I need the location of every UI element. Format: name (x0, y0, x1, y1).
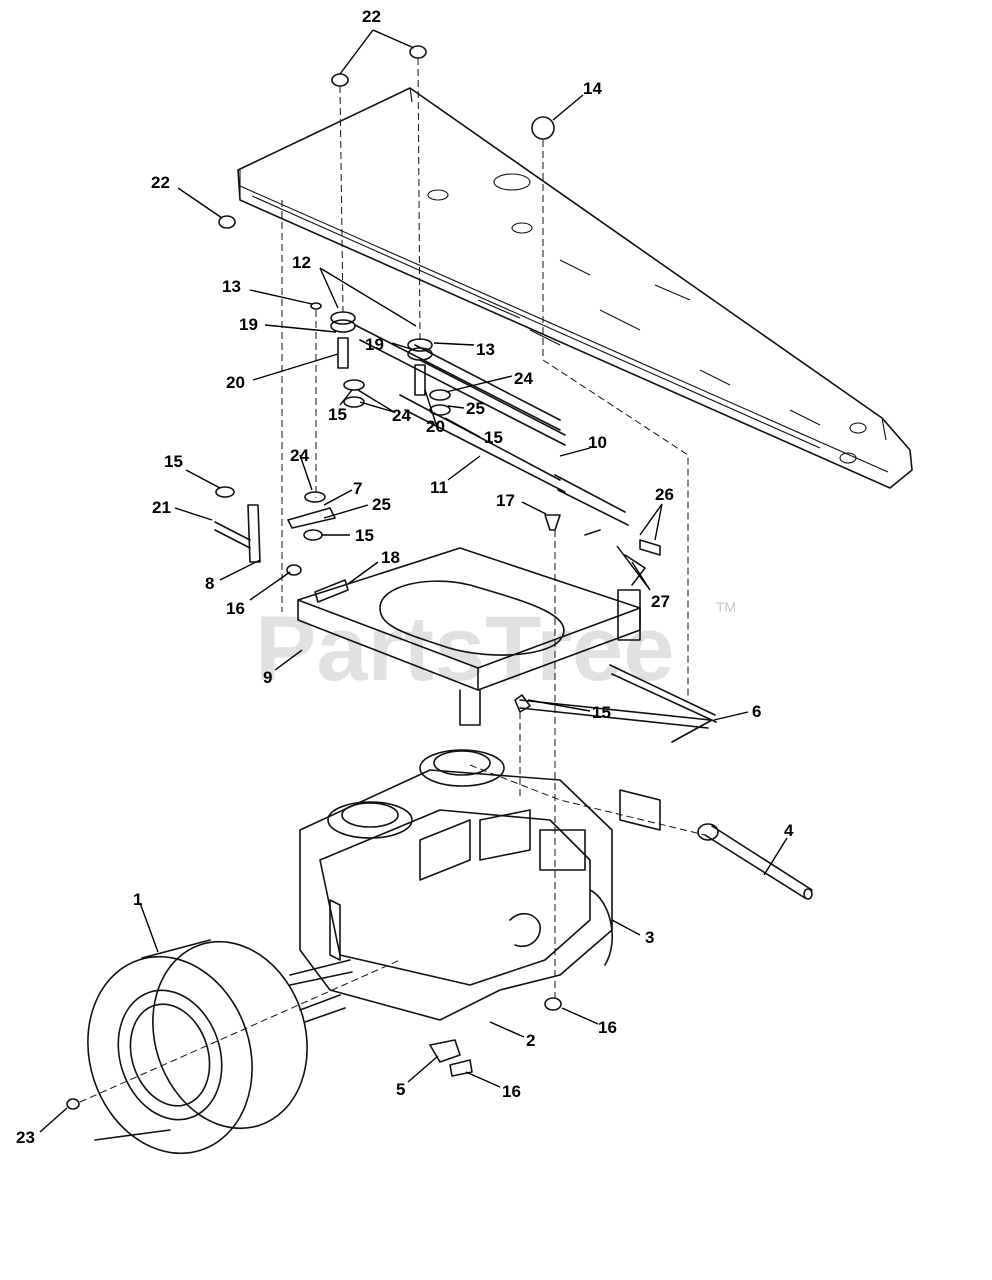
callout-10: 10 (588, 433, 607, 452)
bracket-8 (214, 486, 336, 576)
callout-12: 12 (292, 253, 311, 272)
callout-21: 21 (152, 498, 171, 517)
callout-23: 23 (16, 1128, 35, 1147)
callout-26: 26 (655, 485, 674, 504)
callout-19-left: 19 (239, 315, 258, 334)
callout-25-upper: 25 (466, 399, 485, 418)
callout-25-lower: 25 (372, 495, 391, 514)
wheel-1 (66, 939, 308, 1155)
callout-24-right: 24 (514, 369, 533, 388)
callout-24-left: 24 (290, 446, 309, 465)
frame-plate (237, 87, 913, 489)
callout-22-top: 22 (362, 7, 381, 26)
callout-6: 6 (752, 702, 761, 721)
watermark-text: PartsTree (255, 598, 674, 700)
callout-18: 18 (381, 548, 400, 567)
callout-14: 14 (583, 79, 602, 98)
hardware-stack-left (310, 302, 365, 408)
axle-4 (697, 823, 813, 900)
callout-15-lower: 15 (592, 703, 611, 722)
alignment-lines (79, 57, 706, 1103)
callout-7: 7 (353, 479, 362, 498)
mount-plate-9 (297, 547, 641, 726)
callout-1: 1 (133, 890, 142, 909)
callout-16-upper: 16 (226, 599, 245, 618)
callout-24-center: 24 (392, 406, 411, 425)
callout-8: 8 (205, 574, 214, 593)
callout-2: 2 (526, 1031, 535, 1050)
callout-22-left: 22 (151, 173, 170, 192)
callout-19-right: 19 (365, 335, 384, 354)
watermark-tm: TM (716, 599, 736, 615)
callout-5: 5 (396, 1080, 405, 1099)
callout-labels: 22 14 22 12 13 19 20 19 13 24 25 15 24 1… (16, 7, 794, 1147)
leader-lines (39, 29, 788, 1133)
callout-16-right: 16 (598, 1018, 617, 1037)
callout-9: 9 (263, 668, 272, 687)
callout-16-bottom: 16 (502, 1082, 521, 1101)
callout-20-right: 20 (426, 417, 445, 436)
rod-6 (514, 664, 717, 743)
hardware-stack-right (407, 338, 451, 416)
callout-13-left: 13 (222, 277, 241, 296)
callout-3: 3 (645, 928, 654, 947)
callout-4: 4 (784, 821, 794, 840)
callout-13-right: 13 (476, 340, 495, 359)
control-rods (354, 324, 629, 526)
callout-17: 17 (496, 491, 515, 510)
callout-15-upper-left: 15 (328, 405, 347, 424)
callout-15-mid: 15 (355, 526, 374, 545)
transaxle-assembly (289, 749, 661, 1077)
callout-15-left: 15 (164, 452, 183, 471)
callout-15-upper-right: 15 (484, 428, 503, 447)
callout-27: 27 (651, 592, 670, 611)
callout-11: 11 (430, 478, 448, 497)
callout-20-left: 20 (226, 373, 245, 392)
